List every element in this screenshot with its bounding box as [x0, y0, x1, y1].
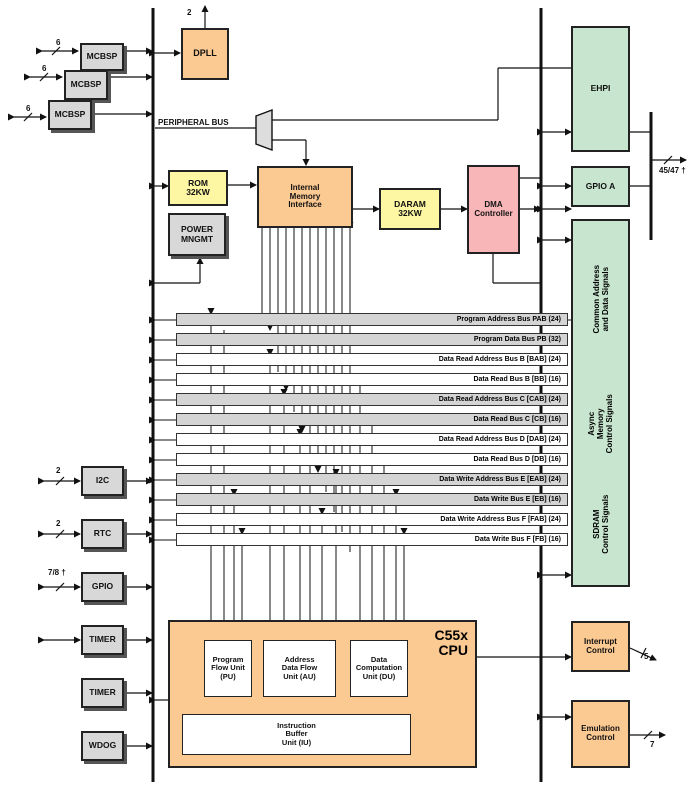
bus-cb: Data Read Bus C [CB] (16) — [176, 413, 568, 426]
mcbsp-block-3: MCBSP — [48, 100, 92, 130]
instruction-buffer-unit: Instruction Buffer Unit (IU) — [182, 714, 411, 755]
daram-block: DARAM 32KW — [379, 188, 441, 230]
bus-eb: Data Write Bus E [EB] (16) — [176, 493, 568, 506]
async-line1: Async — [587, 411, 597, 436]
peripheral-bus-label: PERIPHERAL BUS — [158, 118, 229, 127]
interrupt-line1: Interrupt — [584, 636, 617, 646]
ehpi-block: EHPI — [571, 26, 630, 152]
rtc-width: 2 — [56, 519, 61, 528]
au-line3: Unit (AU) — [283, 671, 316, 681]
rom-block: ROM 32KW — [168, 170, 228, 206]
async-line2: Memory — [596, 408, 606, 440]
emulation-line2: Control — [586, 733, 615, 742]
timer-block-2: TIMER — [81, 678, 124, 708]
daram-line1: DARAM — [394, 198, 426, 209]
common-line2: and Data Signals — [601, 266, 610, 332]
memif-line1: Internal — [290, 182, 320, 192]
common-line1: Common Address — [591, 264, 601, 334]
mcbsp-width-2: 6 — [42, 64, 47, 73]
program-flow-unit: Program Flow Unit (PU) — [204, 640, 252, 697]
iu-line2: Buffer — [285, 729, 308, 739]
dpll-width: 2 — [187, 8, 192, 17]
bus-bab: Data Read Address Bus B [BAB] (24) — [176, 353, 568, 366]
external-memory-interface-block — [571, 219, 630, 587]
bus-pb: Program Data Bus PB (32) — [176, 333, 568, 346]
sdram-line2: Control Signals — [601, 494, 610, 554]
power-line1: POWER — [180, 224, 214, 235]
cpu-title-line1: C55x — [434, 627, 468, 643]
dma-controller-block: DMA Controller — [467, 165, 520, 254]
daram-line2: 32KW — [398, 208, 422, 218]
power-line2: MNGMT — [180, 233, 214, 244]
mcbsp-block-1: MCBSP — [80, 43, 124, 71]
au-line2: Data Flow — [281, 663, 318, 673]
bus-eab: Data Write Address Bus E [EAB] (24) — [176, 473, 568, 486]
du-line1: Data — [370, 655, 388, 665]
memory-interface-block: Internal Memory Interface — [257, 166, 353, 228]
mcbsp-width-3: 6 — [26, 104, 31, 113]
emulation-line1: Emulation — [581, 724, 620, 734]
sdram-line1: SDRAM — [591, 509, 601, 539]
memif-line3: Interface — [288, 200, 322, 210]
gpio-width: 7/8 † — [48, 568, 66, 577]
rom-line2: 32KW — [186, 187, 210, 197]
rtc-block: RTC — [81, 519, 124, 549]
pu-line2: Flow Unit — [211, 663, 245, 673]
sdram-signals-label: SDRAM Control Signals — [592, 474, 610, 574]
pu-line1: Program — [212, 655, 244, 665]
external-width: 45/47 † — [659, 166, 686, 175]
cpu-title-line2: CPU — [438, 642, 468, 659]
mcbsp-width-1: 6 — [56, 38, 61, 47]
interrupt-control-block: Interrupt Control — [571, 621, 630, 672]
mcbsp-block-2: MCBSP — [64, 70, 108, 100]
common-signals-label: Common Address and Data Signals — [592, 249, 610, 349]
address-data-flow-unit: Address Data Flow Unit (AU) — [263, 640, 336, 697]
du-line2: Computation — [355, 663, 403, 673]
bus-fab: Data Write Address Bus F [FAB] (24) — [176, 513, 568, 526]
async-line3: Control Signals — [605, 394, 615, 454]
gpio-a-block: GPIO A — [571, 166, 630, 207]
bus-dab: Data Read Address Bus D [DAB] (24) — [176, 433, 568, 446]
bus-cab: Data Read Address Bus C [CAB] (24) — [176, 393, 568, 406]
emulation-width: 7 — [650, 740, 655, 749]
iu-line3: Unit (IU) — [281, 737, 312, 747]
emulation-control-block: Emulation Control — [571, 700, 630, 768]
iu-line1: Instruction — [277, 721, 316, 731]
bus-pab: Program Address Bus PAB (24) — [176, 313, 568, 326]
power-block: POWER MNGMT — [168, 213, 226, 256]
rom-line1: ROM — [188, 177, 208, 188]
async-signals-label: Async Memory Control Signals — [587, 374, 615, 474]
timer-block-1: TIMER — [81, 625, 124, 655]
wdog-block: WDOG — [81, 731, 124, 761]
i2c-block: I2C — [81, 466, 124, 496]
bus-bb: Data Read Bus B [BB] (16) — [176, 373, 568, 386]
interrupt-width: 5 — [644, 652, 649, 661]
cpu-title: C55x CPU — [410, 627, 468, 659]
data-computation-unit: Data Computation Unit (DU) — [350, 640, 408, 697]
dma-line2: Controller — [474, 208, 513, 218]
au-line1: Address — [284, 655, 315, 665]
i2c-width: 2 — [56, 466, 61, 475]
dpll-block: DPLL — [181, 28, 229, 80]
du-line3: Unit (DU) — [362, 671, 396, 681]
gpio-block: GPIO — [81, 572, 124, 602]
dma-line1: DMA — [484, 199, 503, 209]
bus-fb: Data Write Bus F [FB] (16) — [176, 533, 568, 546]
memif-line2: Memory — [289, 191, 321, 201]
interrupt-line2: Control — [586, 645, 615, 655]
pu-line3: (PU) — [220, 671, 236, 681]
bus-db: Data Read Bus D [DB] (16) — [176, 453, 568, 466]
